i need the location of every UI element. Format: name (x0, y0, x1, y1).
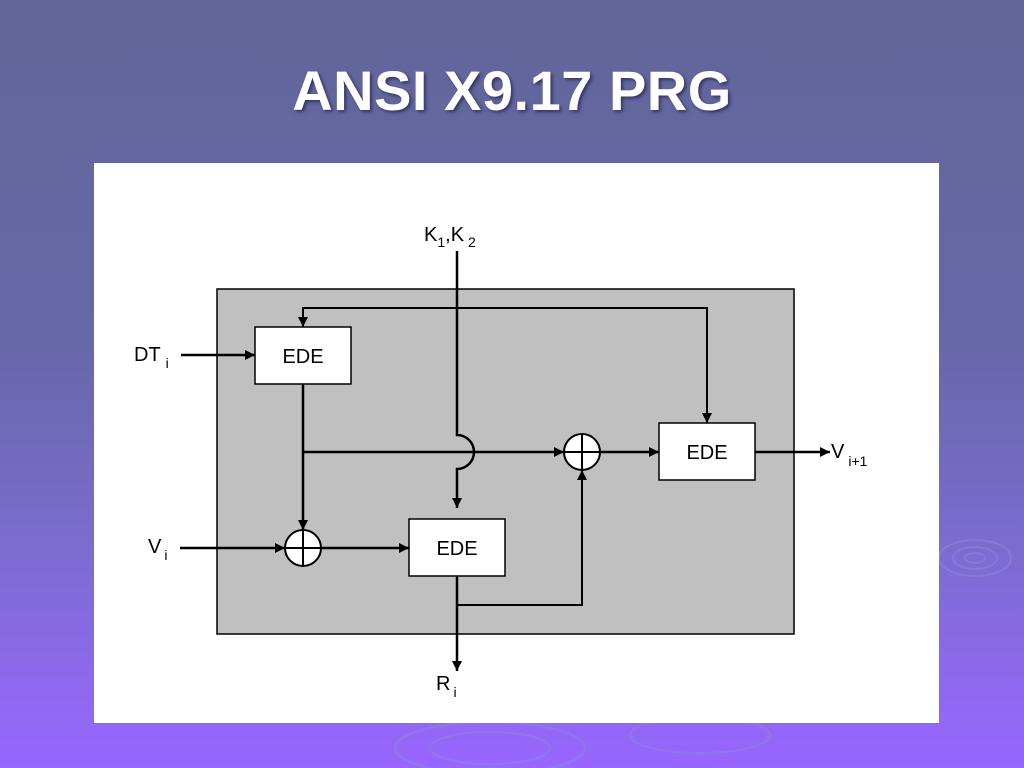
slide-title: ANSI X9.17 PRG (292, 59, 732, 122)
xor-left-icon (284, 529, 322, 567)
svg-text:EDE: EDE (436, 538, 477, 560)
svg-text:EDE: EDE (282, 346, 323, 368)
svg-text:EDE: EDE (686, 442, 727, 464)
ede-middle-to-xor-right (457, 470, 587, 606)
ede-block-top: EDE (254, 326, 352, 385)
ede-block-right: EDE (658, 422, 756, 481)
ede-block-middle: EDE (408, 518, 506, 577)
xor-right-icon (563, 433, 601, 471)
